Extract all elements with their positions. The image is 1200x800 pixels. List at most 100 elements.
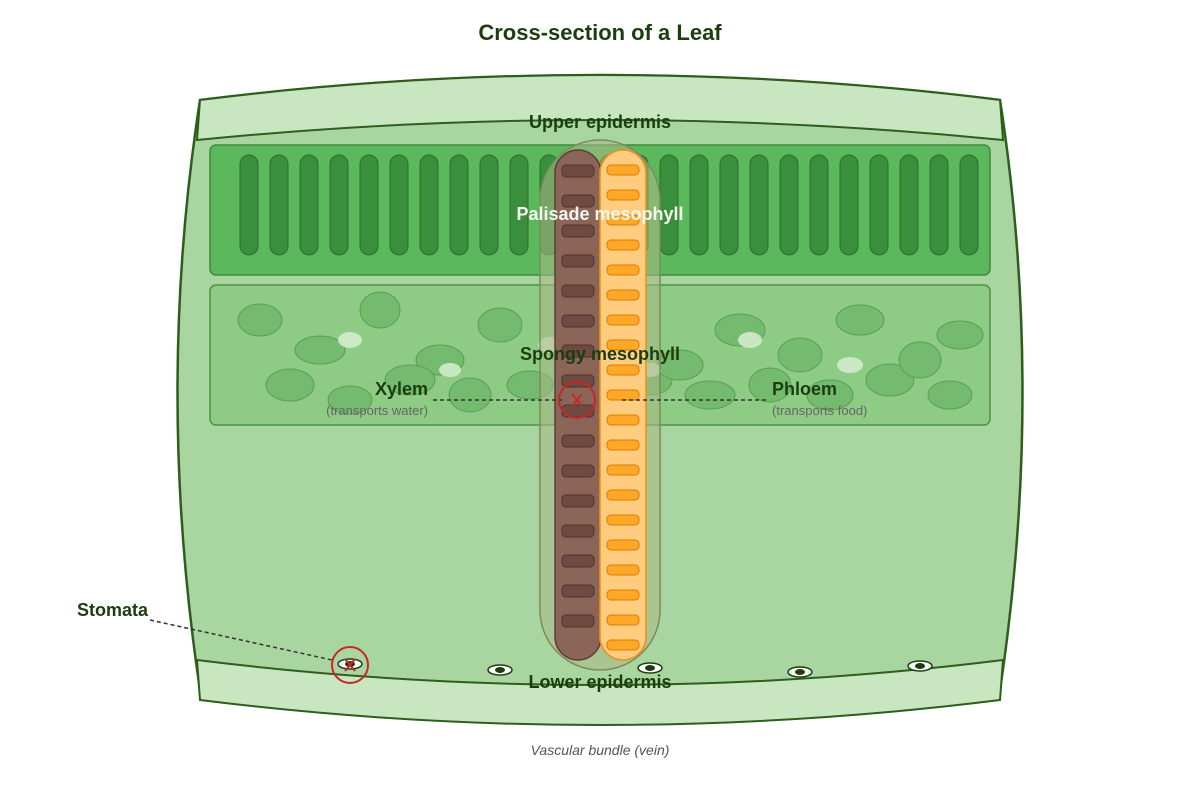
xylem-vessel bbox=[561, 524, 595, 538]
palisade-cell bbox=[959, 154, 979, 256]
spongy-cell bbox=[327, 385, 373, 415]
spongy-cell bbox=[806, 379, 854, 411]
phloem-sieve-cell bbox=[606, 189, 640, 201]
spongy-cell bbox=[359, 291, 401, 329]
palisade-cell bbox=[479, 154, 499, 256]
xylem-label: Xylem bbox=[375, 379, 428, 399]
phloem-sieve-cell bbox=[606, 264, 640, 276]
phloem-sieve-cell bbox=[606, 389, 640, 401]
xylem-vessel bbox=[561, 314, 595, 328]
palisade-cell bbox=[419, 154, 439, 256]
phloem-sieve-cell bbox=[606, 564, 640, 576]
spongy-mesophyll-label: Spongy mesophyll bbox=[520, 344, 680, 364]
spongy-cell bbox=[384, 364, 436, 396]
lower-epidermis-label: Lower epidermis bbox=[528, 672, 671, 692]
spongy-cell bbox=[927, 380, 973, 410]
phloem-description: (transports food) bbox=[772, 403, 867, 418]
phloem-sieve-cell bbox=[606, 539, 640, 551]
phloem-sieve-cell bbox=[606, 339, 640, 351]
phloem-tube bbox=[599, 149, 647, 661]
xylem-description: (transports water) bbox=[326, 403, 428, 418]
xylem-vessel bbox=[561, 164, 595, 178]
phloem-sieve-cell bbox=[606, 639, 640, 651]
palisade-cell bbox=[749, 154, 769, 256]
phloem-sieve-cell bbox=[606, 614, 640, 626]
stomata-marker-circle bbox=[331, 646, 369, 684]
phloem-sieve-cell bbox=[606, 464, 640, 476]
stoma bbox=[487, 664, 513, 676]
xylem-vessel bbox=[561, 254, 595, 268]
phloem-sieve-cell bbox=[606, 489, 640, 501]
palisade-cell bbox=[389, 154, 409, 256]
phloem-sieve-cell bbox=[606, 289, 640, 301]
spongy-cell bbox=[265, 368, 315, 402]
palisade-mesophyll-label: Palisade mesophyll bbox=[516, 204, 683, 224]
air-space bbox=[439, 363, 461, 377]
xylem-vessel bbox=[561, 224, 595, 238]
stomata-leader-line bbox=[149, 619, 333, 661]
diagram-title: Cross-section of a Leaf bbox=[478, 20, 722, 45]
lower-epidermis bbox=[195, 658, 1005, 726]
vein-marker-circle bbox=[558, 381, 596, 419]
xylem-vessel bbox=[561, 614, 595, 628]
palisade-cell bbox=[449, 154, 469, 256]
spongy-cell bbox=[748, 367, 792, 403]
stomata-label: Stomata bbox=[77, 600, 149, 620]
spongy-cell bbox=[936, 320, 984, 350]
phloem-sieve-cell bbox=[606, 214, 640, 226]
stomata-marker-cross-icon bbox=[344, 658, 356, 672]
palisade-cell bbox=[509, 154, 529, 256]
palisade-cell bbox=[689, 154, 709, 256]
xylem-vessel bbox=[561, 284, 595, 298]
palisade-cell bbox=[779, 154, 799, 256]
phloem-sieve-cell bbox=[606, 439, 640, 451]
phloem-sieve-cell bbox=[606, 414, 640, 426]
spongy-cell bbox=[898, 341, 942, 379]
spongy-cell bbox=[294, 335, 346, 365]
air-space bbox=[738, 332, 762, 348]
air-space bbox=[338, 332, 362, 348]
palisade-cell bbox=[239, 154, 259, 256]
phloem-sieve-cell bbox=[606, 514, 640, 526]
phloem-label: Phloem bbox=[772, 379, 837, 399]
xylem-cells bbox=[561, 164, 595, 628]
palisade-cell bbox=[299, 154, 319, 256]
spongy-cell bbox=[477, 307, 523, 343]
palisade-cell bbox=[839, 154, 859, 256]
palisade-cell bbox=[719, 154, 739, 256]
phloem-cells bbox=[606, 164, 640, 651]
xylem-vessel bbox=[561, 584, 595, 598]
stoma bbox=[907, 660, 933, 672]
palisade-cell bbox=[929, 154, 949, 256]
stoma bbox=[787, 666, 813, 678]
spongy-cell bbox=[448, 377, 492, 413]
xylem-vessel bbox=[561, 494, 595, 508]
phloem-sieve-cell bbox=[606, 314, 640, 326]
upper-epidermis bbox=[195, 74, 1005, 142]
spongy-cell bbox=[237, 303, 283, 337]
phloem-sieve-cell bbox=[606, 589, 640, 601]
vein-marker-cross-icon bbox=[571, 393, 583, 407]
spongy-cell bbox=[777, 337, 823, 373]
palisade-cell bbox=[269, 154, 289, 256]
xylem-vessel bbox=[561, 464, 595, 478]
xylem-vessel bbox=[561, 194, 595, 208]
phloem-sieve-cell bbox=[606, 164, 640, 176]
vascular-bundle-caption: Vascular bundle (vein) bbox=[531, 742, 670, 758]
phloem-sieve-cell bbox=[606, 364, 640, 376]
spongy-cell bbox=[865, 363, 915, 397]
xylem-vessel bbox=[561, 344, 595, 358]
stoma bbox=[637, 662, 663, 674]
palisade-cell bbox=[359, 154, 379, 256]
xylem-vessel bbox=[561, 554, 595, 568]
palisade-cell bbox=[809, 154, 829, 256]
phloem-sieve-cell bbox=[606, 239, 640, 251]
xylem-vessel bbox=[561, 434, 595, 448]
palisade-cell bbox=[869, 154, 889, 256]
spongy-cell bbox=[684, 380, 736, 410]
palisade-cell bbox=[329, 154, 349, 256]
upper-epidermis-label: Upper epidermis bbox=[529, 112, 671, 132]
palisade-cell bbox=[899, 154, 919, 256]
spongy-cell bbox=[835, 304, 885, 336]
